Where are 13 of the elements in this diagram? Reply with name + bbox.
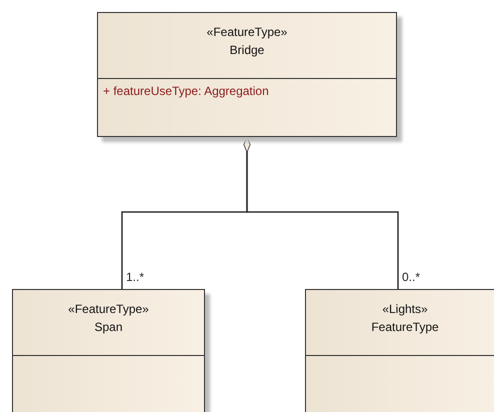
class-name: Span xyxy=(94,320,123,335)
stereotype-text: «Lights» xyxy=(382,302,428,317)
attribute-text: + featureUseType: Aggregation xyxy=(103,84,270,99)
aggregation-connector xyxy=(244,136,399,289)
class-name: FeatureType xyxy=(371,320,439,335)
uml-class-box xyxy=(305,289,494,412)
class-name: Bridge xyxy=(230,43,264,58)
stereotype-text: «FeatureType» xyxy=(68,302,149,317)
uml-class-box xyxy=(97,12,397,137)
multiplicity-label: 1..* xyxy=(126,271,144,283)
uml-class-box xyxy=(12,289,205,412)
stereotype-text: «FeatureType» xyxy=(206,25,288,40)
multiplicity-label: 0..* xyxy=(402,271,420,283)
